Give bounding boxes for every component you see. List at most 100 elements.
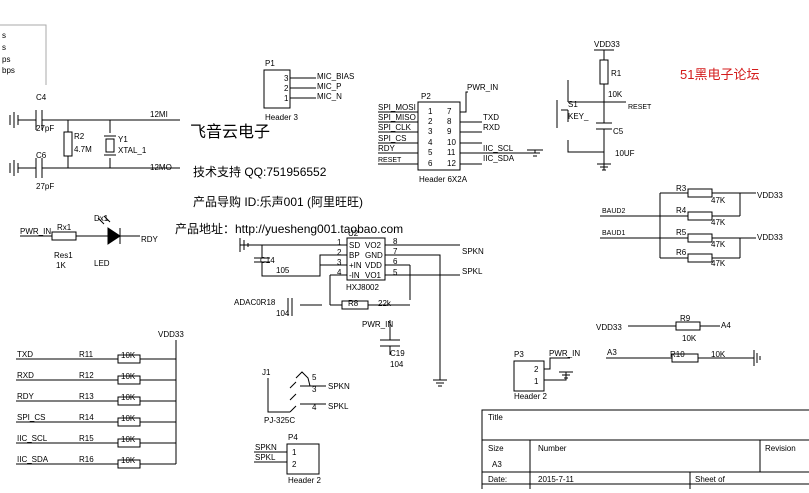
ref-label: R16 — [79, 455, 94, 464]
net-label: RDY — [378, 144, 396, 153]
ref-label: Dx1 — [94, 214, 109, 223]
corner-label: s — [2, 31, 6, 40]
part-label: PJ-325C — [264, 416, 295, 425]
s1-switch — [556, 100, 569, 128]
ref-label: R10 — [670, 350, 685, 359]
c6-wiring — [18, 158, 180, 178]
value-label: 10UF — [615, 149, 635, 158]
resistor-body — [117, 459, 141, 469]
pullup-bank: VDD33 TXD RXD RDY SPI_CS IIC_SCL IIC_SDA… — [16, 330, 184, 469]
pin-number: 1 — [292, 448, 297, 457]
y1-body — [105, 138, 115, 153]
pin-number: 2 — [292, 460, 297, 469]
pin-number: 4 — [312, 403, 317, 412]
net-label: PWR_IN — [362, 320, 393, 329]
r10-body — [671, 353, 699, 363]
value-label: 10K — [682, 334, 697, 343]
pin-number: 12 — [447, 159, 456, 168]
value-label: KEY_ — [568, 112, 589, 121]
value-label: 10K — [121, 414, 136, 423]
part-label: Header 3 — [265, 113, 298, 122]
pin-number: 7 — [447, 107, 452, 116]
wires — [254, 451, 287, 463]
net-label: SPKN — [255, 443, 277, 452]
net-label: BAUD2 — [602, 208, 625, 215]
corner-labels: s s ps bps — [2, 31, 15, 75]
value-label: 10K — [121, 372, 136, 381]
pin-number: 5 — [428, 148, 433, 157]
resistor-body — [687, 253, 713, 263]
header-p2: P2 Header 6X2A SPI_MOSI SPI_MISO SPI_CLK… — [378, 83, 543, 184]
pin-number: 10 — [447, 138, 456, 147]
net-label: RDY — [17, 392, 35, 401]
value-label: 27pF — [36, 124, 54, 133]
pin-number: 2 — [284, 84, 289, 93]
resistor-body — [687, 211, 713, 221]
header-p4: P4 1 2 SPKN SPKL Header 2 — [254, 433, 321, 485]
ref-label: R12 — [79, 371, 94, 380]
net-label: A4 — [721, 321, 731, 330]
value-label: 47K — [711, 259, 726, 268]
r1-body — [599, 59, 609, 85]
part-label: Header 2 — [514, 392, 547, 401]
ref-label: R1 — [611, 69, 622, 78]
date-label: Date: — [488, 475, 507, 484]
pin-number: 3 — [428, 127, 433, 136]
pin-number: 6 — [428, 159, 433, 168]
address-text: 产品地址：http://yuesheng001.taobao.com — [175, 222, 403, 236]
pin-number: 1 — [534, 377, 539, 386]
pin-number: 3 — [337, 258, 342, 267]
date-value: 2015-7-11 — [538, 475, 574, 484]
mic-header-p1: P1 Header 3 3 2 1 MIC_BIAS MIC_P MIC_N — [263, 59, 354, 122]
net-label: 12MI — [150, 110, 168, 119]
ref-label: R11 — [79, 350, 94, 359]
pin-name: VO2 — [365, 241, 382, 250]
value-label: XTAL_1 — [118, 146, 147, 155]
pin-number: 8 — [393, 237, 398, 246]
pin-number: 8 — [447, 117, 452, 126]
ref-label: C19 — [390, 349, 405, 358]
size-value: A3 — [492, 460, 502, 469]
ref-label: R8 — [348, 299, 359, 308]
header-body — [513, 360, 545, 392]
pin-number: 2 — [337, 248, 342, 257]
number-label: Number — [538, 444, 567, 453]
company-name: 飞音云电子 — [190, 123, 270, 141]
part-label: Header 6X2A — [419, 175, 468, 184]
forum-watermark: 51黑电子论坛 — [680, 67, 759, 82]
pin-number: 7 — [393, 247, 398, 256]
pin-number: 4 — [337, 268, 342, 277]
c4-wiring — [18, 110, 180, 130]
net-label: PWR_IN — [20, 227, 51, 236]
pin-number: 1 — [284, 94, 289, 103]
amplifier-u2: U2 HXJ8002 1 2 3 4 SD BP +IN -IN VO2 GND… — [234, 229, 484, 387]
ref-label: Y1 — [118, 135, 128, 144]
net-label: MIC_P — [317, 82, 341, 91]
net-label: IIC_SDA — [17, 455, 49, 464]
header-p3: P3 2 1 PWR_IN Header 2 — [513, 349, 580, 401]
header-body — [286, 443, 320, 475]
baud-wiring — [600, 192, 756, 259]
a-pins: VDD33 R9 10K A4 A3 R10 10K — [596, 314, 761, 366]
pin-number: 11 — [447, 148, 456, 157]
net-label: PWR_IN — [549, 349, 580, 358]
net-label: SPI_CS — [17, 413, 45, 422]
ref-label: R6 — [676, 248, 687, 257]
value-label: 4.7M — [74, 145, 92, 154]
net-label: SPI_CS — [378, 134, 406, 143]
net-label: RDY — [141, 235, 159, 244]
value-label: 10K — [121, 351, 136, 360]
size-label: Size — [488, 444, 504, 453]
wires — [544, 357, 573, 381]
resistor-body — [687, 233, 713, 243]
wires — [290, 77, 316, 99]
c5-cap — [596, 122, 612, 145]
header-body — [263, 69, 291, 109]
corner-label: s — [2, 43, 6, 52]
left-wires — [378, 111, 418, 165]
ref-label: C4 — [36, 93, 47, 102]
net-label: 12MO — [150, 163, 172, 172]
pin-name: VO1 — [365, 271, 382, 280]
r8-body — [341, 300, 369, 310]
ref-label: R13 — [79, 392, 94, 401]
